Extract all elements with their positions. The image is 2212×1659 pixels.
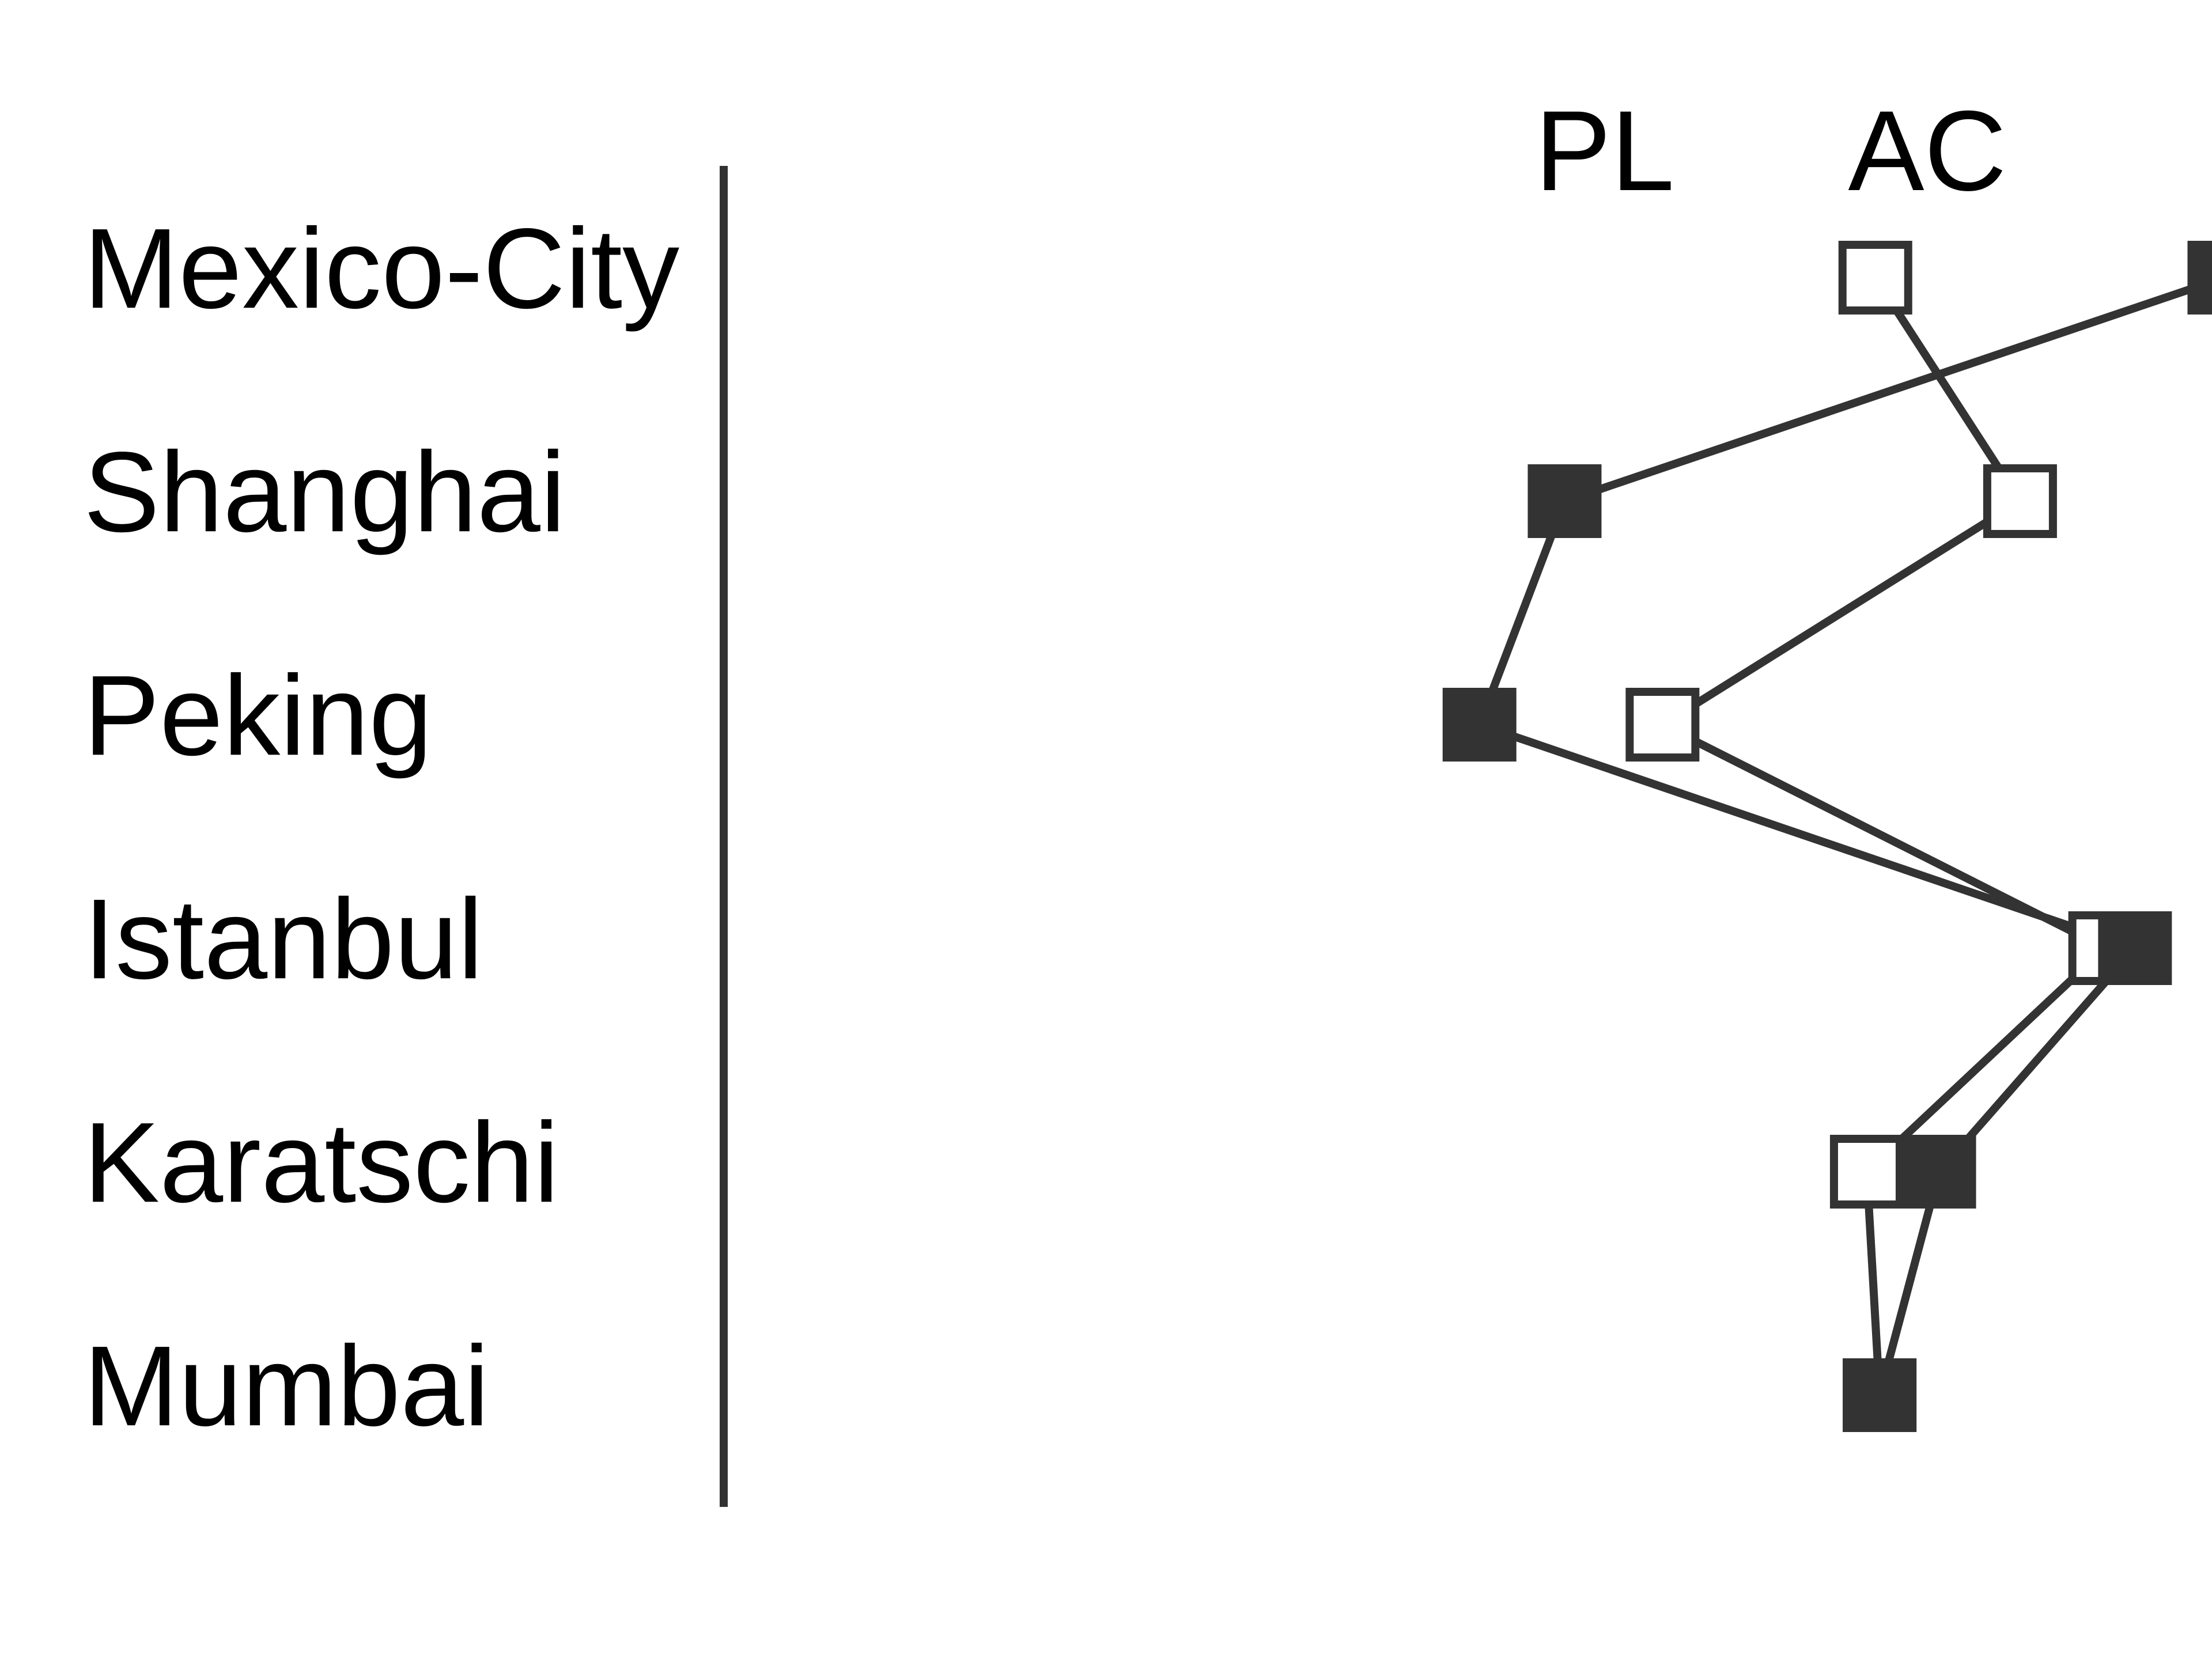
series-line-ac xyxy=(1475,277,2212,1396)
marker-ac-peking xyxy=(1442,688,1517,762)
series-line-pl xyxy=(1658,275,2109,1396)
series-lines xyxy=(1475,275,2212,1396)
city-label-mumbai: Mumbai xyxy=(84,1322,489,1449)
city-label-karatschi: Karatschi xyxy=(84,1099,559,1226)
marker-pl-peking xyxy=(1625,688,1700,762)
city-label-istanbul: Istanbul xyxy=(84,875,483,1002)
marker-pl-mexico-city xyxy=(1838,241,1912,315)
city-label-mexico-city: Mexico-City xyxy=(84,204,679,332)
marker-ac-shanghai xyxy=(1527,464,1602,538)
city-label-peking: Peking xyxy=(84,652,432,779)
marker-ac-mexico-city xyxy=(2187,241,2212,315)
city-labels: Mexico-CityShanghaiPekingIstanbulKaratsc… xyxy=(84,204,679,1449)
marker-ac-karatschi xyxy=(1902,1135,1976,1209)
city-label-shanghai: Shanghai xyxy=(84,428,566,555)
marker-ac-mumbai xyxy=(1843,1358,1917,1432)
marker-pl-shanghai xyxy=(1983,464,2057,538)
marker-ac-istanbul xyxy=(2098,911,2172,985)
series-header-pl: PL xyxy=(1535,87,1674,214)
marker-pl-karatschi xyxy=(1829,1135,1904,1209)
series-headers: PL AC xyxy=(1535,87,2007,214)
series-header-ac: AC xyxy=(1848,87,2006,214)
series-markers xyxy=(1442,241,2212,1432)
